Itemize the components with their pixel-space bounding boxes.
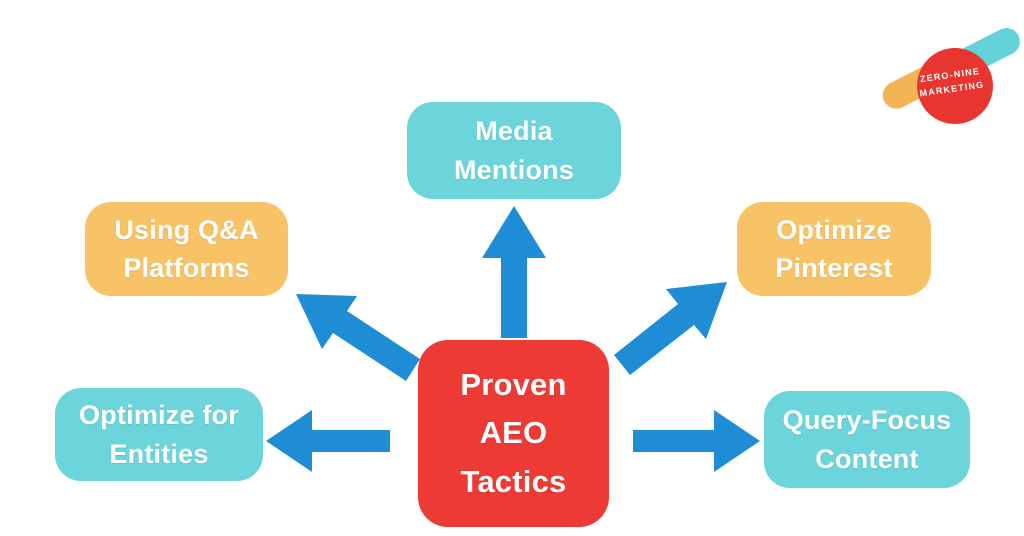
logo-red-circle-icon	[917, 48, 993, 124]
node-media-mentions: Media Mentions	[407, 102, 621, 199]
arrow-to-optimize-for-entities	[266, 410, 390, 472]
arrow-to-optimize-pinterest	[614, 282, 727, 375]
node-optimize-pinterest: Optimize Pinterest	[737, 202, 931, 296]
arrow-to-query-focus-content	[633, 410, 760, 472]
node-using-qa-platforms: Using Q&A Platforms	[85, 202, 288, 296]
node-query-focus-content: Query-Focus Content	[764, 391, 970, 488]
arrow-to-media-mentions	[482, 206, 546, 338]
brand-logo: ZERO-NINE MARKETING	[878, 23, 1024, 130]
node-proven-aeo-tactics: Proven AEO Tactics	[418, 340, 609, 527]
node-optimize-for-entities: Optimize for Entities	[55, 388, 263, 481]
arrow-to-using-qa-platforms	[296, 294, 420, 381]
